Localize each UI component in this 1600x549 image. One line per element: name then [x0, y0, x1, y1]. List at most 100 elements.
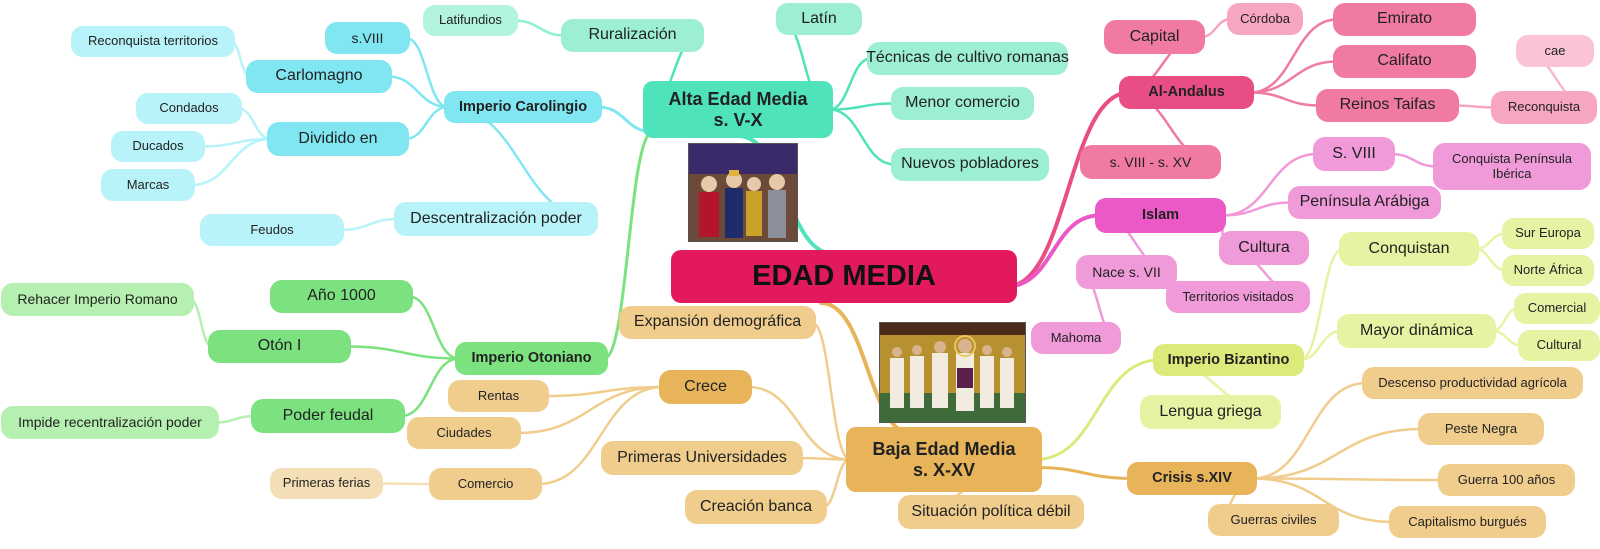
- node-reconquista-territorios[interactable]: Reconquista territorios: [71, 26, 235, 57]
- node-territorios-visitados-label: Territorios visitados: [1182, 288, 1294, 304]
- node-s-viii-s-xv[interactable]: s. VIII - s. XV: [1080, 145, 1221, 179]
- node-ano-1000[interactable]: Año 1000: [270, 280, 413, 313]
- root-node[interactable]: EDAD MEDIA: [671, 250, 1017, 303]
- node-tecnicas-cultivo[interactable]: Técnicas de cultivo romanas: [866, 42, 1069, 75]
- node-mayor-dinamica-label: Mayor dinámica: [1360, 321, 1473, 339]
- node-cae[interactable]: cae: [1516, 35, 1594, 67]
- node-territorios-visitados[interactable]: Territorios visitados: [1166, 281, 1310, 313]
- node-menor-comercio[interactable]: Menor comercio: [891, 87, 1034, 120]
- node-cultura-label: Cultura: [1238, 238, 1290, 256]
- node-sur-europa-label: Sur Europa: [1515, 225, 1581, 241]
- carolingio-label: Imperio Carolingio: [458, 98, 588, 115]
- node-carlomagno[interactable]: Carlomagno: [246, 60, 392, 93]
- connector-line: [1034, 358, 1161, 461]
- node-comercial-label: Comercial: [1527, 300, 1587, 316]
- node-comercio[interactable]: Comercio: [429, 468, 542, 500]
- node-islam-s-viii[interactable]: S. VIII: [1313, 137, 1395, 171]
- node-ciudades[interactable]: Ciudades: [407, 417, 521, 449]
- node-primeras-ferias[interactable]: Primeras ferias: [270, 468, 383, 499]
- node-mahoma-label: Mahoma: [1050, 329, 1102, 345]
- node-latifundios[interactable]: Latifundios: [423, 5, 518, 36]
- node-latin[interactable]: Latín: [776, 3, 862, 35]
- node-reconquista-label: Reconquista: [1507, 99, 1581, 115]
- node-creacion-banca[interactable]: Creación banca: [685, 490, 827, 524]
- node-conquistan[interactable]: Conquistan: [1339, 232, 1479, 266]
- node-expansion-demografica-label: Expansión demográfica: [633, 313, 802, 331]
- node-cultural[interactable]: Cultural: [1518, 330, 1600, 361]
- node-s-viii[interactable]: s.VIII: [325, 22, 410, 54]
- node-mayor-dinamica[interactable]: Mayor dinámica: [1337, 314, 1496, 348]
- node-ducados-label: Ducados: [132, 138, 184, 154]
- node-ducados[interactable]: Ducados: [111, 131, 205, 162]
- node-guerras-civiles[interactable]: Guerras civiles: [1208, 504, 1339, 536]
- node-descentralizacion-poder[interactable]: Descentralización poder: [394, 202, 598, 236]
- node-reinos-taifas[interactable]: Reinos Taifas: [1316, 89, 1459, 122]
- node-guerra-100-anos[interactable]: Guerra 100 años: [1438, 464, 1575, 496]
- al-andalus-label: Al-Andalus: [1148, 84, 1225, 101]
- branch-imperio-bizantino[interactable]: Imperio Bizantino: [1153, 344, 1304, 376]
- node-oton-i[interactable]: Otón I: [208, 330, 351, 363]
- node-rentas-label: Rentas: [477, 387, 520, 403]
- node-comercial[interactable]: Comercial: [1514, 293, 1600, 324]
- node-s-viii-label: s.VIII: [351, 29, 384, 46]
- connector-line: [1251, 477, 1444, 482]
- connector-line: [1248, 18, 1339, 94]
- node-marcas[interactable]: Marcas: [101, 169, 195, 201]
- node-peste-negra[interactable]: Peste Negra: [1418, 413, 1544, 445]
- connector-line: [1220, 152, 1319, 217]
- node-peste-negra-label: Peste Negra: [1444, 420, 1518, 436]
- node-rehacer-imperio-romano[interactable]: Rehacer Imperio Romano: [1, 283, 194, 316]
- branch-crisis-xiv[interactable]: Crisis s.XIV: [1127, 462, 1257, 495]
- connector-line: [1005, 213, 1101, 289]
- connector-line: [386, 75, 450, 109]
- node-feudos[interactable]: Feudos: [200, 214, 344, 246]
- node-norte-africa-label: Norte África: [1513, 262, 1583, 278]
- node-sur-europa[interactable]: Sur Europa: [1502, 218, 1594, 249]
- branch-islam[interactable]: Islam: [1095, 198, 1226, 233]
- node-primeras-universidades[interactable]: Primeras Universidades: [601, 441, 803, 475]
- connector-line: [213, 414, 257, 424]
- node-situacion-politica-label: Situación política débil: [911, 502, 1071, 520]
- node-ciudades-label: Ciudades: [436, 424, 492, 440]
- root-label: EDAD MEDIA: [752, 259, 936, 292]
- connector-line: [536, 385, 665, 486]
- node-condados[interactable]: Condados: [136, 93, 242, 124]
- connector-line: [1248, 60, 1339, 94]
- node-nuevos-pobladores[interactable]: Nuevos pobladores: [891, 148, 1049, 181]
- node-situacion-politica[interactable]: Situación política débil: [898, 495, 1084, 529]
- node-conquista-peninsula[interactable]: Conquista Península Ibérica: [1433, 143, 1591, 190]
- node-expansion-demografica[interactable]: Expansión demográfica: [619, 306, 816, 339]
- node-impide-recentralizacion[interactable]: Impide recentralización poder: [1, 406, 219, 439]
- node-califato[interactable]: Califato: [1333, 45, 1476, 78]
- node-capital[interactable]: Capital: [1104, 20, 1205, 54]
- connector-line: [1251, 477, 1395, 524]
- node-nace-s-vii[interactable]: Nace s. VII: [1076, 255, 1177, 289]
- node-descenso-productividad[interactable]: Descenso productividad agrícola: [1362, 367, 1583, 399]
- branch-imperio-carolingio[interactable]: Imperio Carolingio: [444, 91, 602, 123]
- node-cordoba[interactable]: Córdoba: [1227, 3, 1303, 35]
- node-crece[interactable]: Crece: [659, 370, 752, 404]
- node-poder-feudal[interactable]: Poder feudal: [251, 399, 405, 433]
- branch-al-andalus[interactable]: Al-Andalus: [1119, 76, 1254, 109]
- node-capitalismo-burgues[interactable]: Capitalismo burgués: [1389, 506, 1546, 538]
- node-reconquista[interactable]: Reconquista: [1491, 91, 1597, 124]
- branch-imperio-otoniano[interactable]: Imperio Otoniano: [455, 342, 608, 375]
- node-emirato[interactable]: Emirato: [1333, 3, 1476, 36]
- connector-line: [1005, 90, 1131, 289]
- node-rentas[interactable]: Rentas: [448, 380, 549, 412]
- node-mahoma[interactable]: Mahoma: [1031, 322, 1121, 354]
- node-peninsula-arabiga[interactable]: Península Arábiga: [1288, 186, 1441, 219]
- node-dividido-en[interactable]: Dividido en: [267, 122, 409, 156]
- connector-line: [1298, 247, 1345, 362]
- node-islam-s-viii-label: S. VIII: [1332, 144, 1376, 162]
- node-lengua-griega[interactable]: Lengua griega: [1140, 395, 1281, 429]
- node-califato-label: Califato: [1377, 52, 1432, 70]
- node-norte-africa[interactable]: Norte África: [1502, 255, 1594, 286]
- node-ruralizacion[interactable]: Ruralización: [561, 19, 704, 52]
- node-creacion-banca-label: Creación banca: [699, 497, 813, 515]
- node-cultura[interactable]: Cultura: [1219, 231, 1309, 265]
- connector-line: [1251, 381, 1368, 480]
- node-conquista-peninsula-label: Conquista Península Ibérica: [1452, 150, 1572, 181]
